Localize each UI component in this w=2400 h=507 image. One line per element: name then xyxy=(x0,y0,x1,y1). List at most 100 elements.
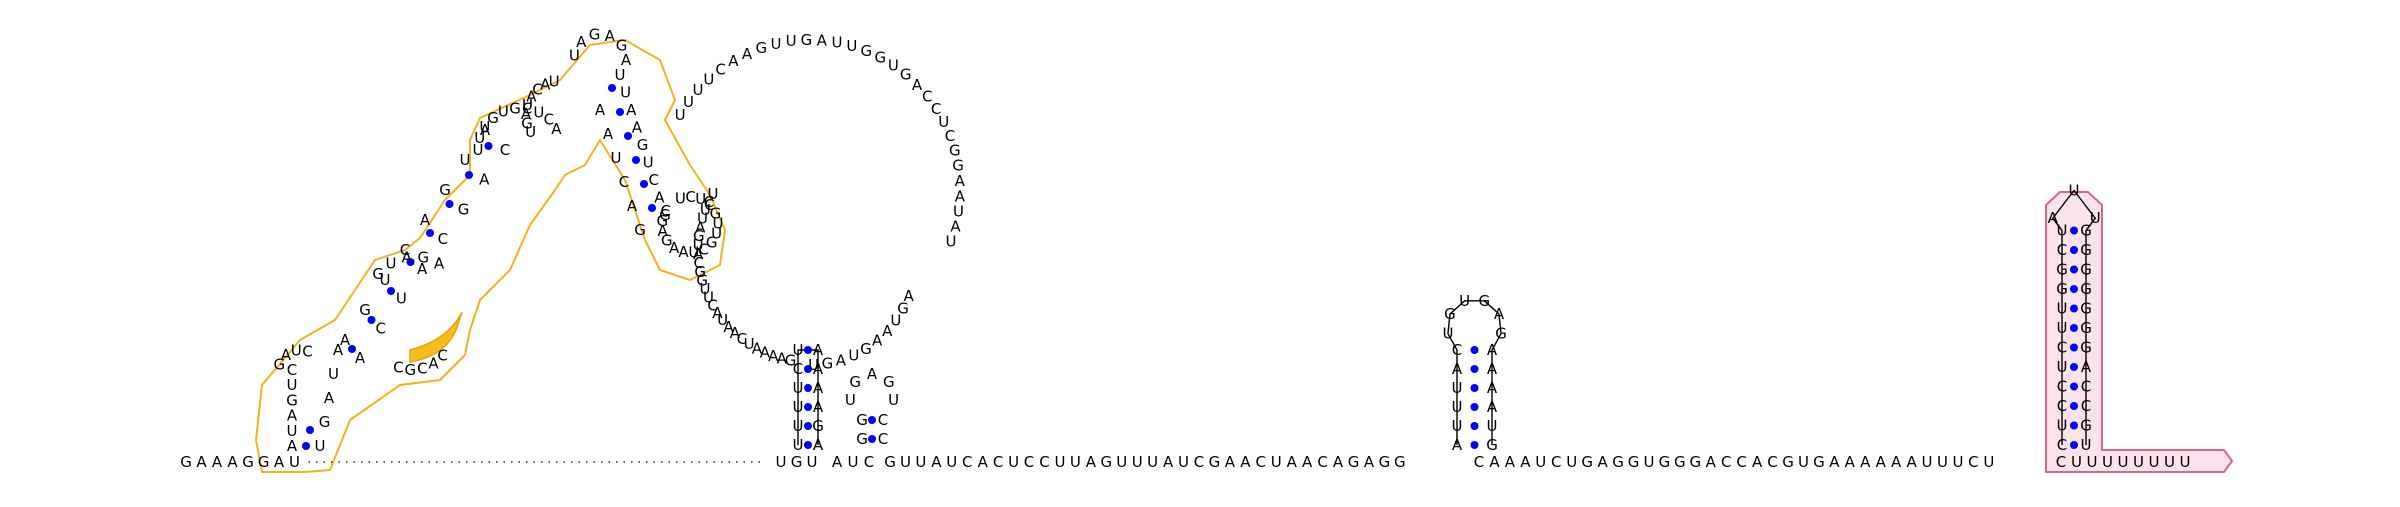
orange-nucleotide: A xyxy=(417,260,428,278)
stem-e-right: G xyxy=(2080,222,2092,240)
big-loop-nucleotide: G xyxy=(785,351,797,369)
orange-nucleotide: G xyxy=(418,249,430,267)
orange-nucleotide: U xyxy=(675,190,686,208)
big-loop-nucleotide: C xyxy=(922,87,932,105)
orange-nucleotide: C xyxy=(500,141,510,159)
orange-nucleotide: U xyxy=(386,254,397,272)
orange-nucleotide: A xyxy=(287,407,298,425)
nucleotide: G xyxy=(1348,453,1360,471)
nucleotide: U xyxy=(2164,453,2175,471)
nucleotide: U xyxy=(1798,453,1809,471)
nucleotide: C xyxy=(1317,453,1327,471)
orange-nucleotide: C xyxy=(522,100,532,118)
stem-d-loop: U xyxy=(1442,325,1453,343)
orange-nucleotide: G xyxy=(487,109,499,127)
nucleotide: U xyxy=(1952,453,1963,471)
stem-e-right: G xyxy=(2080,241,2092,259)
small-hairpin-loop: A xyxy=(867,365,878,383)
big-loop-nucleotide: U xyxy=(831,33,842,51)
nucleotide: G xyxy=(1209,453,1221,471)
big-loop-nucleotide: A xyxy=(693,245,704,263)
nucleotide: U xyxy=(1147,453,1158,471)
big-loop-nucleotide: A xyxy=(760,344,771,362)
nucleotide: A xyxy=(274,453,285,471)
nucleotide: A xyxy=(978,453,989,471)
base-pair-dot xyxy=(367,316,376,324)
orange-nucleotide: U xyxy=(460,151,471,169)
nucleotide: U xyxy=(1070,453,1081,471)
big-loop-nucleotide: A xyxy=(817,31,828,49)
big-loop-nucleotide: U xyxy=(945,232,956,250)
stem-d-left: U xyxy=(1452,379,1463,397)
stem-e-right: G xyxy=(2080,319,2092,337)
big-loop-nucleotide: U xyxy=(700,280,711,298)
base-pair-dot xyxy=(2070,285,2078,293)
orange-nucleotide: A xyxy=(551,120,562,138)
orange-nucleotide: C xyxy=(302,342,312,360)
big-loop-nucleotide: U xyxy=(786,32,797,50)
orange-nucleotide: A xyxy=(281,346,292,364)
stem-e-left: U xyxy=(2057,417,2068,435)
big-loop-nucleotide: U xyxy=(888,56,899,74)
orange-nucleotide: A xyxy=(621,51,632,69)
orange-nucleotide: C xyxy=(532,81,542,99)
base-pair-dot xyxy=(868,416,876,424)
base-pair-dot xyxy=(2070,304,2078,313)
stem-e-left: C xyxy=(2057,241,2067,259)
nucleotide: U xyxy=(1178,453,1189,471)
big-loop-nucleotide: C xyxy=(707,296,717,314)
base-pair-layer xyxy=(302,84,2078,450)
big-loop-nucleotide: C xyxy=(931,100,941,118)
orange-nucleotide: A xyxy=(526,88,537,106)
highlight-layer xyxy=(255,39,2233,473)
nucleotide: U xyxy=(807,453,818,471)
nucleotide: A xyxy=(1597,453,1608,471)
nucleotide: U xyxy=(2118,453,2129,471)
nucleotide: C xyxy=(1968,453,1978,471)
stem-c-left: U xyxy=(793,436,804,454)
nucleotide: U xyxy=(848,453,859,471)
orange-nucleotide: C xyxy=(400,241,410,259)
nucleotide: U xyxy=(1643,453,1654,471)
stem-e-right: G xyxy=(2080,417,2092,435)
orange-nucleotide: C xyxy=(393,359,403,377)
stem-d-backbone xyxy=(1447,300,1502,445)
small-hairpin-right: C xyxy=(878,430,888,448)
big-loop-nucleotide: G xyxy=(952,157,964,175)
small-hairpin-loop: G xyxy=(849,373,861,391)
orange-nucleotide: A xyxy=(333,341,344,359)
nucleotide: G xyxy=(884,453,896,471)
orange-nucleotide: G xyxy=(706,234,718,252)
big-loop-nucleotide: U xyxy=(693,236,704,254)
nucleotide: A xyxy=(227,453,238,471)
base-pair-dot xyxy=(632,156,640,164)
nucleotide: A xyxy=(1752,453,1763,471)
orange-nucleotide: A xyxy=(324,389,335,407)
stem-d-loop: U xyxy=(1459,292,1470,310)
big-loop-nucleotide: G xyxy=(693,227,705,245)
big-loop-nucleotide: U xyxy=(703,288,714,306)
orange-nucleotide: A xyxy=(603,125,614,143)
base-pair-dot xyxy=(2070,402,2078,410)
nucleotide: A xyxy=(1333,453,1344,471)
orange-nucleotide: G xyxy=(589,26,601,44)
orange-nucleotide: C xyxy=(417,360,427,378)
orange-nucleotide: A xyxy=(632,119,643,137)
orange-nucleotide: C xyxy=(698,240,708,258)
nucleotide: C xyxy=(1024,453,1034,471)
nucleotide: C xyxy=(993,453,1003,471)
nucleotide: A xyxy=(1876,453,1887,471)
big-loop-nucleotide: U xyxy=(808,356,819,374)
stem-e-backbone xyxy=(2051,189,2097,445)
nucleotide: A xyxy=(1829,453,1840,471)
nucleotide: U xyxy=(1922,453,1933,471)
big-loop-nucleotide: U xyxy=(697,210,708,228)
orange-nucleotide: U xyxy=(287,376,298,394)
stem-c-right: A xyxy=(813,379,824,397)
orange-nucleotide: U xyxy=(712,214,723,232)
nucleotide: A xyxy=(1906,453,1917,471)
stem-e-loop: U xyxy=(2069,182,2080,200)
orange-nucleotide: U xyxy=(328,365,339,383)
orange-nucleotide: G xyxy=(274,355,286,373)
